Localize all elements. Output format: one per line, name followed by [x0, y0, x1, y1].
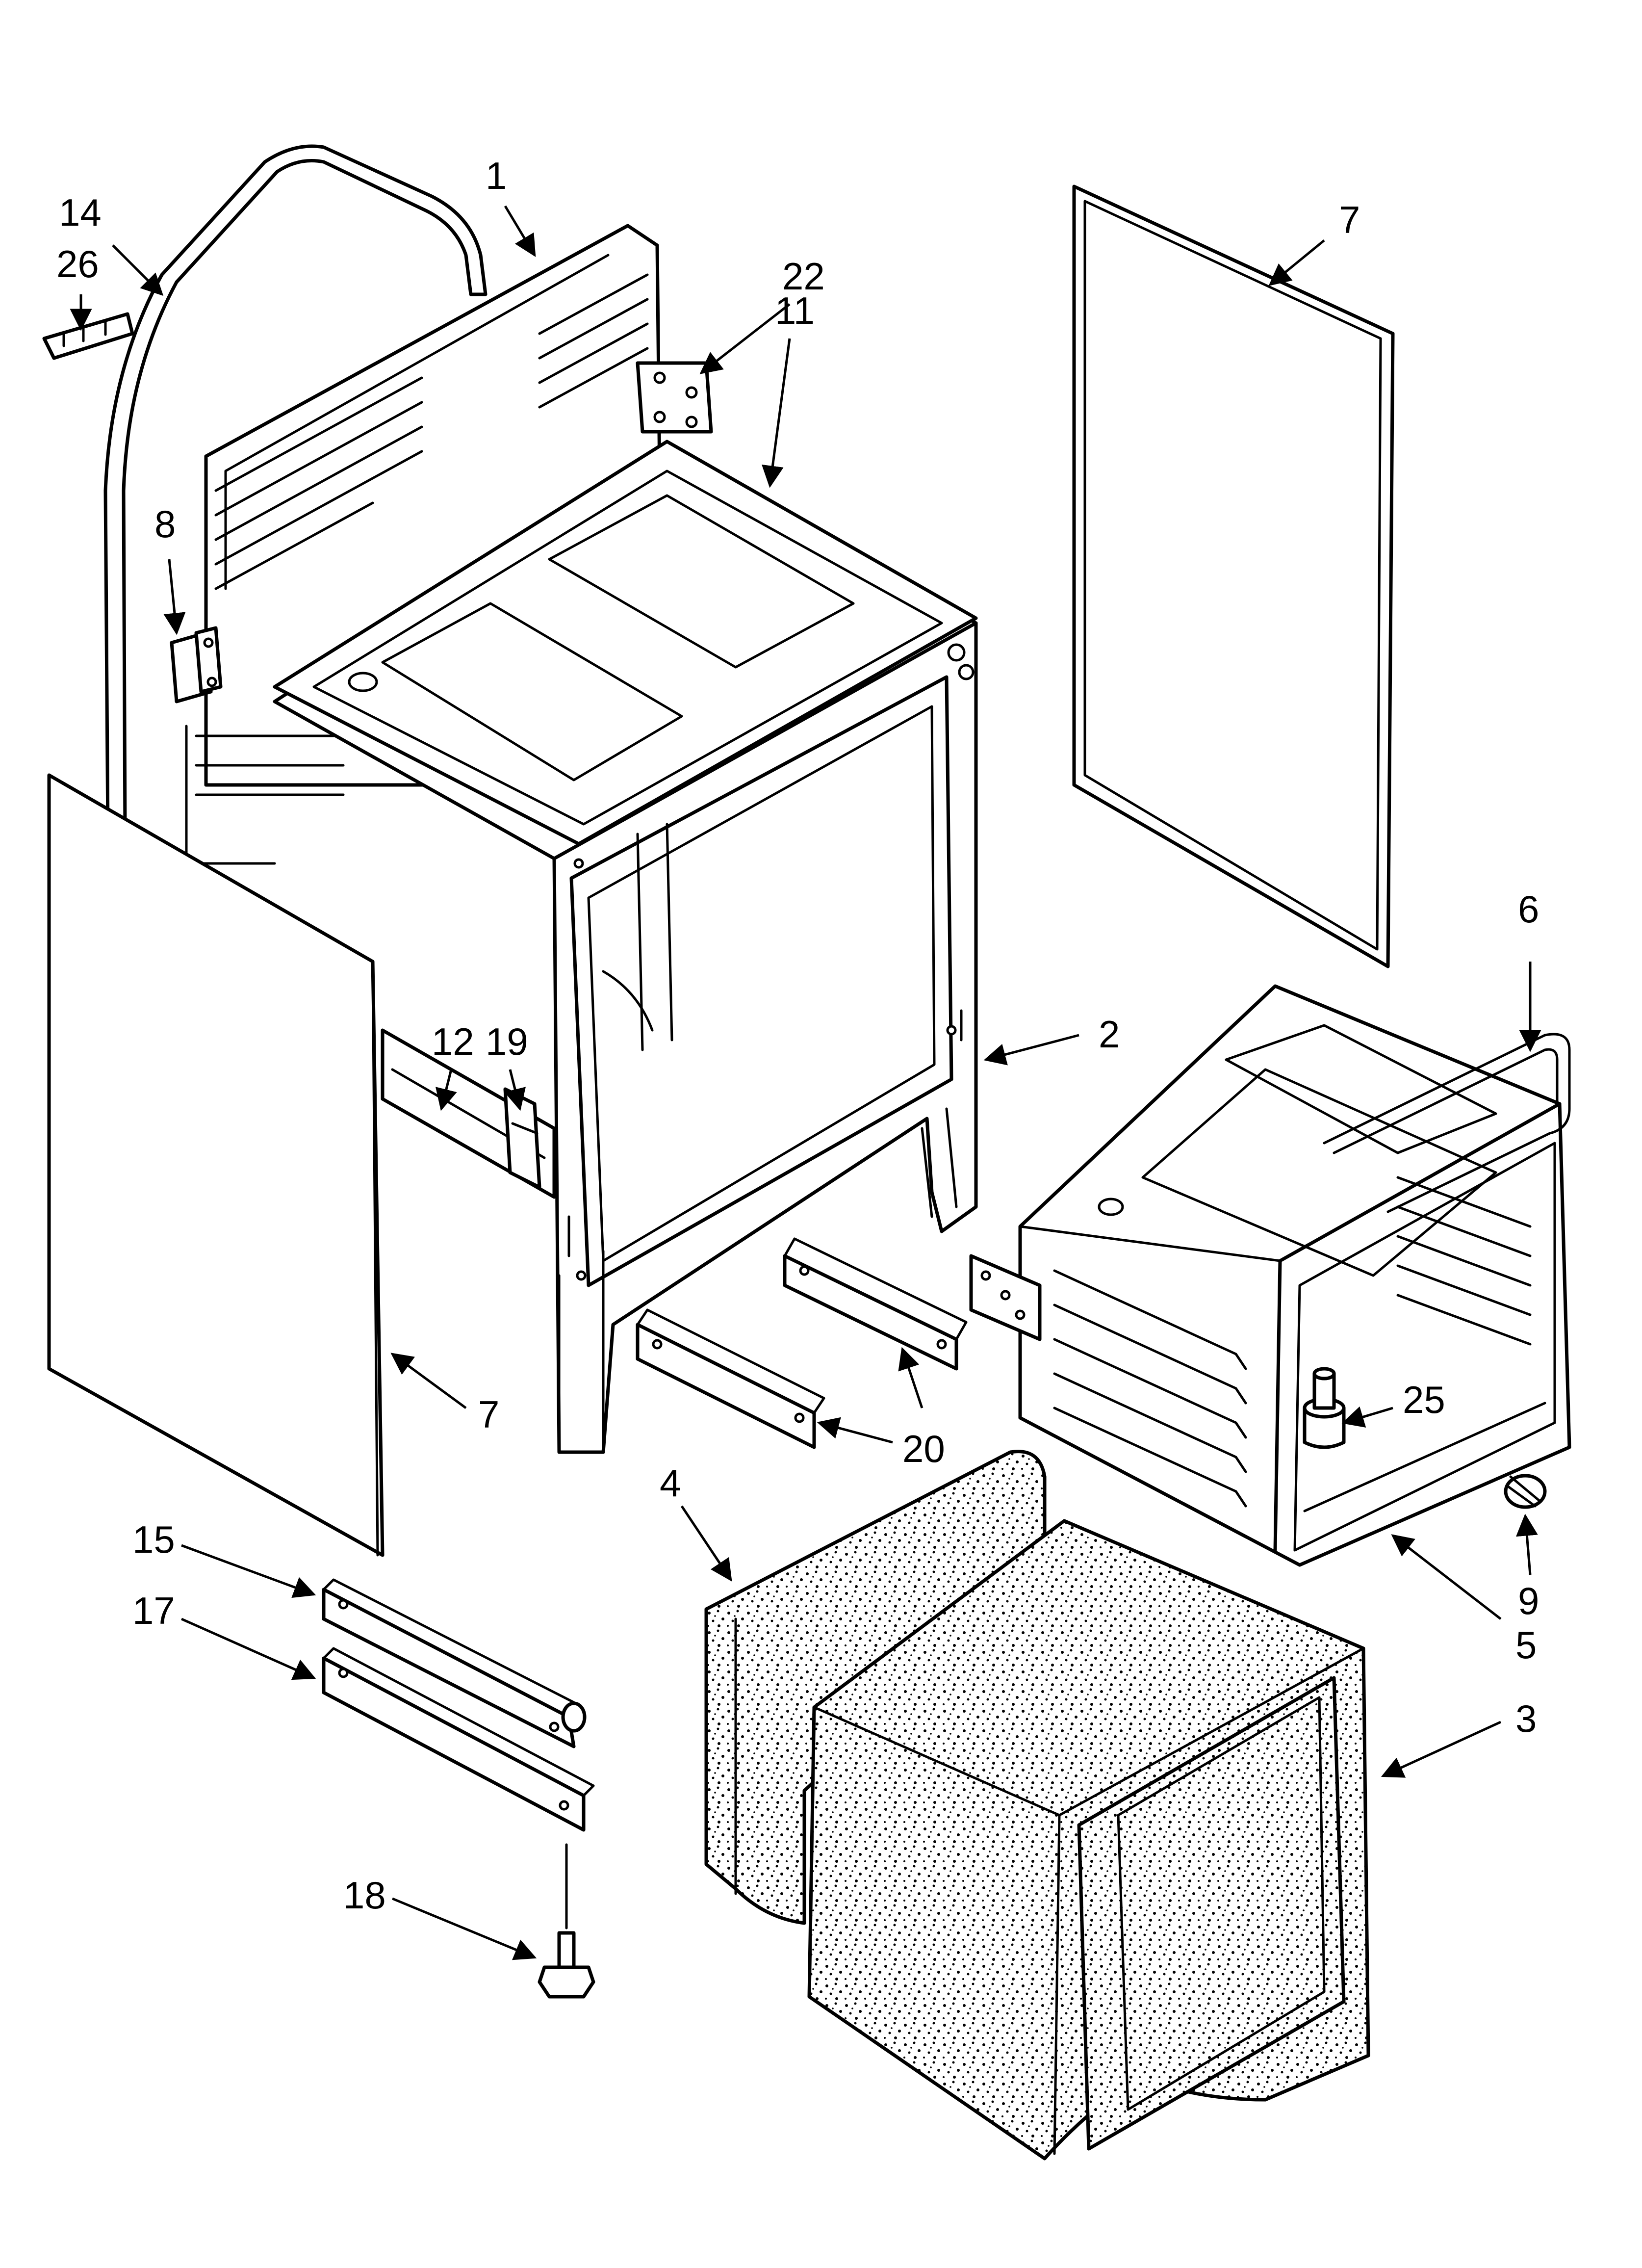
callout-5: 5	[1515, 1623, 1537, 1667]
leader-15	[181, 1544, 316, 1598]
part-8-bracket	[170, 626, 223, 704]
leader-14	[112, 244, 164, 296]
part-22-hinge-plate	[636, 361, 713, 434]
leader-19	[504, 1069, 526, 1111]
callout-7-top: 7	[1339, 198, 1360, 241]
callout-22: 22	[782, 255, 825, 298]
part-18-leveling-leg	[538, 1843, 595, 1999]
callout-14: 14	[59, 191, 102, 234]
callout-8: 8	[154, 502, 176, 546]
part-6-bake-element	[1323, 1033, 1571, 1213]
callout-9: 9	[1518, 1579, 1539, 1622]
leader-12	[435, 1069, 457, 1111]
part-17-rail	[322, 1647, 595, 1832]
part-9-plug	[1504, 1474, 1547, 1509]
callout-3: 3	[1515, 1697, 1537, 1740]
leader-8	[163, 559, 186, 635]
leader-20b	[898, 1347, 924, 1408]
leader-9	[1515, 1513, 1538, 1575]
leader-4	[680, 1505, 732, 1582]
part-3-insulation-wrap	[807, 1519, 1370, 2161]
callout-19: 19	[486, 1020, 528, 1063]
part-14-back-frame-tube	[103, 144, 487, 836]
callout-15: 15	[132, 1518, 175, 1561]
rack-guides-right	[1396, 1176, 1532, 1346]
leader-5	[1391, 1534, 1502, 1620]
callout-25: 25	[1403, 1378, 1445, 1421]
vent-slots-left	[214, 376, 423, 590]
callout-6: 6	[1518, 887, 1539, 931]
part-26-terminal-clip	[42, 312, 134, 360]
callout-26: 26	[56, 242, 99, 286]
part-20-support-rail-a	[636, 1308, 825, 1449]
vent-slots-right	[538, 273, 649, 409]
leader-7-top	[1268, 239, 1325, 286]
leader-2	[983, 1034, 1079, 1066]
callout-4: 4	[660, 1461, 681, 1505]
leader-11	[762, 338, 791, 488]
leader-22	[699, 303, 791, 374]
leader-18	[392, 1897, 537, 1960]
part-7-side-panel-right	[1072, 184, 1395, 968]
part-5-oven-cavity	[969, 984, 1571, 1567]
callout-20: 20	[902, 1427, 945, 1470]
leader-lines	[70, 205, 1541, 1960]
callout-11: 11	[775, 289, 815, 332]
leader-3	[1381, 1721, 1502, 1778]
callout-12: 12	[432, 1020, 474, 1063]
part-19-bracket	[503, 1087, 541, 1189]
leader-1	[504, 205, 536, 257]
callout-7-bottom: 7	[478, 1393, 499, 1436]
callout-2: 2	[1099, 1013, 1120, 1056]
leader-7-bottom	[390, 1353, 467, 1409]
callout-18: 18	[343, 1874, 386, 1917]
callout-17: 17	[132, 1589, 175, 1632]
rack-guides-left	[1053, 1269, 1247, 1508]
leader-20	[817, 1417, 893, 1444]
leader-25	[1341, 1406, 1393, 1428]
part-7-side-panel-left	[47, 773, 385, 1557]
callout-1: 1	[486, 154, 507, 197]
callout-labels: 1 2 3 4 5 6 7 7 8 9 11 12 14 15 17 18 19…	[56, 154, 1539, 1917]
part-20-support-rail-b	[783, 1237, 968, 1371]
part-15-rail	[322, 1578, 587, 1748]
leader-17	[180, 1617, 316, 1680]
part-11-cooktop-frame	[273, 440, 978, 846]
